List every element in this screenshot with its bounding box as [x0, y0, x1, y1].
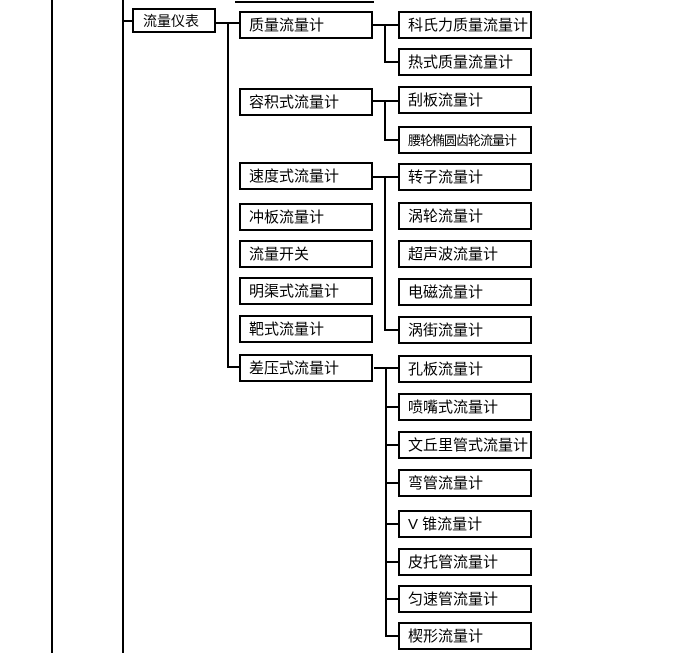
- node-differential-pressure-flowmeter: 差压式流量计: [239, 354, 373, 382]
- cropped-box-bottom-fragment: [235, 1, 374, 3]
- node-venturi-tube-flowmeter: 文丘里管式流量计: [398, 431, 532, 459]
- node-velocity-flowmeter: 速度式流量计: [239, 162, 373, 190]
- node-oval-gear-flowmeter: 腰轮椭圆齿轮流量计: [398, 126, 532, 154]
- connector-branch-spine: [227, 22, 229, 368]
- connector-branch-elbow-diff-pressure: [227, 366, 240, 368]
- connector-root-left: [123, 20, 132, 22]
- node-averaging-pitot-flowmeter: 匀速管流量计: [398, 585, 532, 613]
- connector-mass-spine: [384, 24, 386, 63]
- node-pitot-tube-flowmeter: 皮托管流量计: [398, 548, 532, 576]
- cropped-tree-line-outer: [51, 0, 53, 653]
- connector-dp-tick-venturi: [385, 444, 398, 446]
- node-ultrasonic-flowmeter: 超声波流量计: [398, 240, 532, 268]
- connector-dp-spine: [385, 367, 387, 637]
- node-scraper-flowmeter: 刮板流量计: [398, 86, 532, 114]
- node-wedge-flowmeter: 楔形流量计: [398, 622, 532, 650]
- node-thermal-mass-flowmeter: 热式质量流量计: [398, 48, 532, 76]
- node-nozzle-flowmeter: 喷嘴式流量计: [398, 393, 532, 421]
- node-target-flowmeter: 靶式流量计: [239, 315, 373, 343]
- node-mass-flowmeter: 质量流量计: [239, 11, 373, 39]
- node-vortex-flowmeter: 涡街流量计: [398, 316, 532, 344]
- node-open-channel-flowmeter: 明渠式流量计: [239, 277, 373, 305]
- node-orifice-plate-flowmeter: 孔板流量计: [398, 355, 532, 383]
- node-elbow-flowmeter: 弯管流量计: [398, 469, 532, 497]
- connector-velocity-elbow: [384, 329, 398, 331]
- node-flow-instruments: 流量仪表: [132, 8, 216, 33]
- connector-dp-tick-pitot: [385, 561, 398, 563]
- connector-pd-elbow: [384, 139, 398, 141]
- connector-pd-spine: [384, 100, 386, 141]
- connector-mass-elbow: [384, 61, 398, 63]
- node-impact-plate-flowmeter: 冲板流量计: [239, 203, 373, 231]
- node-flow-switch: 流量开关: [239, 240, 373, 268]
- node-turbine-flowmeter: 涡轮流量计: [398, 202, 532, 230]
- cropped-tree-line-inner: [122, 0, 124, 653]
- node-v-cone-flowmeter: V 锥流量计: [398, 510, 532, 538]
- node-coriolis-mass-flowmeter: 科氏力质量流量计: [398, 11, 532, 39]
- connector-dp-tick-averaging: [385, 598, 398, 600]
- connector-dp-tick-vcone: [385, 523, 398, 525]
- node-positive-displacement-flowmeter: 容积式流量计: [239, 88, 373, 116]
- node-electromagnetic-flowmeter: 电磁流量计: [398, 278, 532, 306]
- connector-dp-elbow-wedge: [385, 635, 398, 637]
- connector-dp-tick-nozzle: [385, 406, 398, 408]
- node-rotameter: 转子流量计: [398, 163, 532, 191]
- connector-velocity-spine: [384, 176, 386, 331]
- connector-dp-tick-elbow-meter: [385, 482, 398, 484]
